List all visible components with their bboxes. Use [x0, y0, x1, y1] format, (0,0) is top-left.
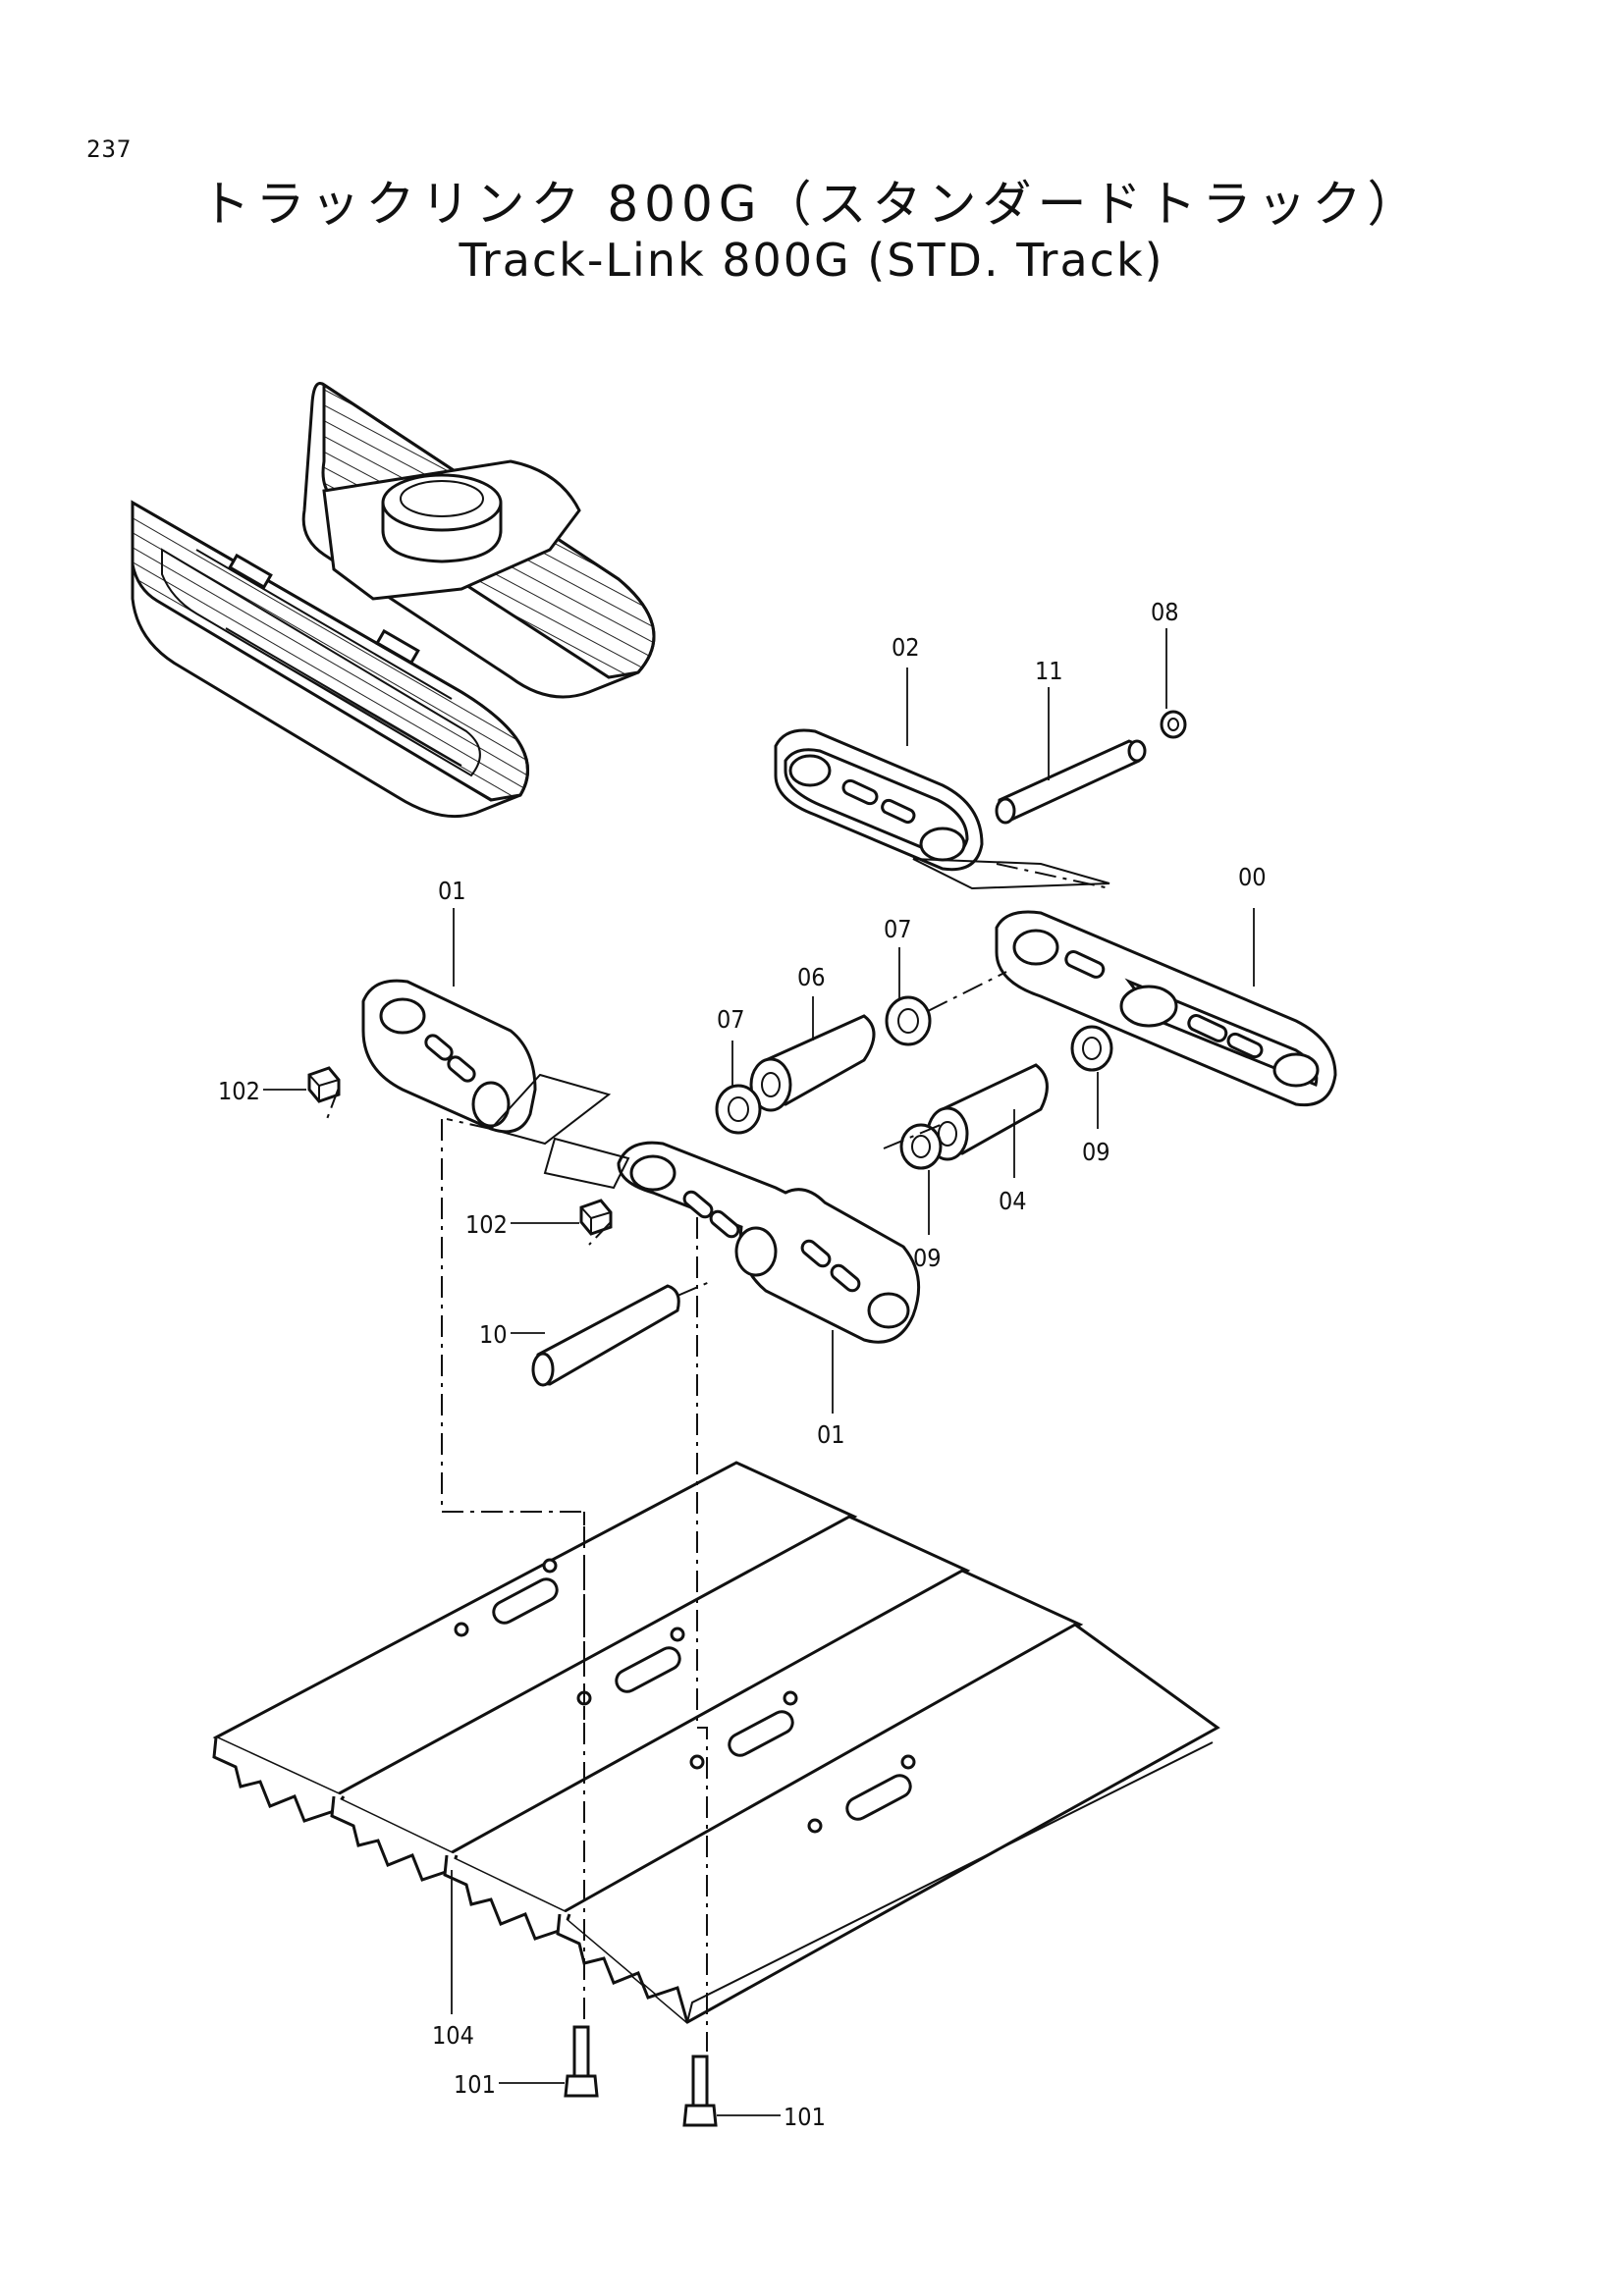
- page-number: 237: [86, 135, 133, 163]
- seal-09-right: [1070, 1025, 1113, 1072]
- callout-01-top: 01: [438, 877, 466, 905]
- callout-11: 11: [1035, 657, 1063, 685]
- nut-102-mid: [579, 1199, 613, 1236]
- link-01-upper-contact-surface: [489, 1073, 612, 1146]
- callout-101-left: 101: [454, 2070, 496, 2099]
- link-01-upper: [361, 979, 537, 1134]
- bolt-101-right: [682, 2055, 718, 2127]
- track-shoes-104: [212, 1461, 1220, 2024]
- link-01-lower-contact-surface: [543, 1137, 630, 1190]
- callout-04: 04: [999, 1187, 1027, 1215]
- bushing-04: [926, 1063, 1049, 1161]
- callout-08: 08: [1151, 598, 1179, 626]
- link-02: [774, 728, 984, 872]
- pin-11: [995, 739, 1147, 825]
- callout-10: 10: [479, 1320, 508, 1349]
- seal-07-right: [885, 995, 932, 1046]
- link-00: [995, 910, 1337, 1107]
- ring-08: [1160, 710, 1187, 739]
- callout-09-right: 09: [1082, 1138, 1110, 1166]
- leader-lines: [263, 628, 1255, 2116]
- callout-00: 00: [1238, 863, 1267, 891]
- callout-labels: 08 02 11 01 00 07 06 07 102 09 04 102 09…: [218, 598, 1267, 2131]
- title-english: Track-Link 800G (STD. Track): [459, 234, 1164, 287]
- seal-09-mid: [899, 1123, 943, 1170]
- callout-102-top: 102: [218, 1077, 260, 1105]
- callout-09-mid: 09: [913, 1244, 942, 1272]
- callout-02: 02: [892, 633, 920, 662]
- undercarriage-overview-illustration: [131, 382, 656, 819]
- callout-07-right: 07: [884, 915, 912, 943]
- callout-01-bottom: 01: [817, 1420, 845, 1449]
- callout-102-mid: 102: [465, 1210, 508, 1239]
- callout-07-left: 07: [717, 1005, 745, 1034]
- callout-06: 06: [797, 963, 826, 991]
- callout-104: 104: [432, 2021, 474, 2050]
- callout-101-right: 101: [784, 2103, 826, 2131]
- title-japanese: トラックリンク 800G（スタンダードトラック）: [200, 176, 1423, 233]
- bushing-06: [749, 1014, 876, 1112]
- nut-102-top: [307, 1066, 341, 1103]
- link-01-lower: [617, 1141, 921, 1344]
- pin-10: [531, 1284, 680, 1387]
- alignment-lines: [326, 863, 1110, 2052]
- bolt-101-left: [564, 2025, 599, 2098]
- seal-07-left: [715, 1084, 762, 1135]
- link-02-contact-surface: [912, 858, 1110, 890]
